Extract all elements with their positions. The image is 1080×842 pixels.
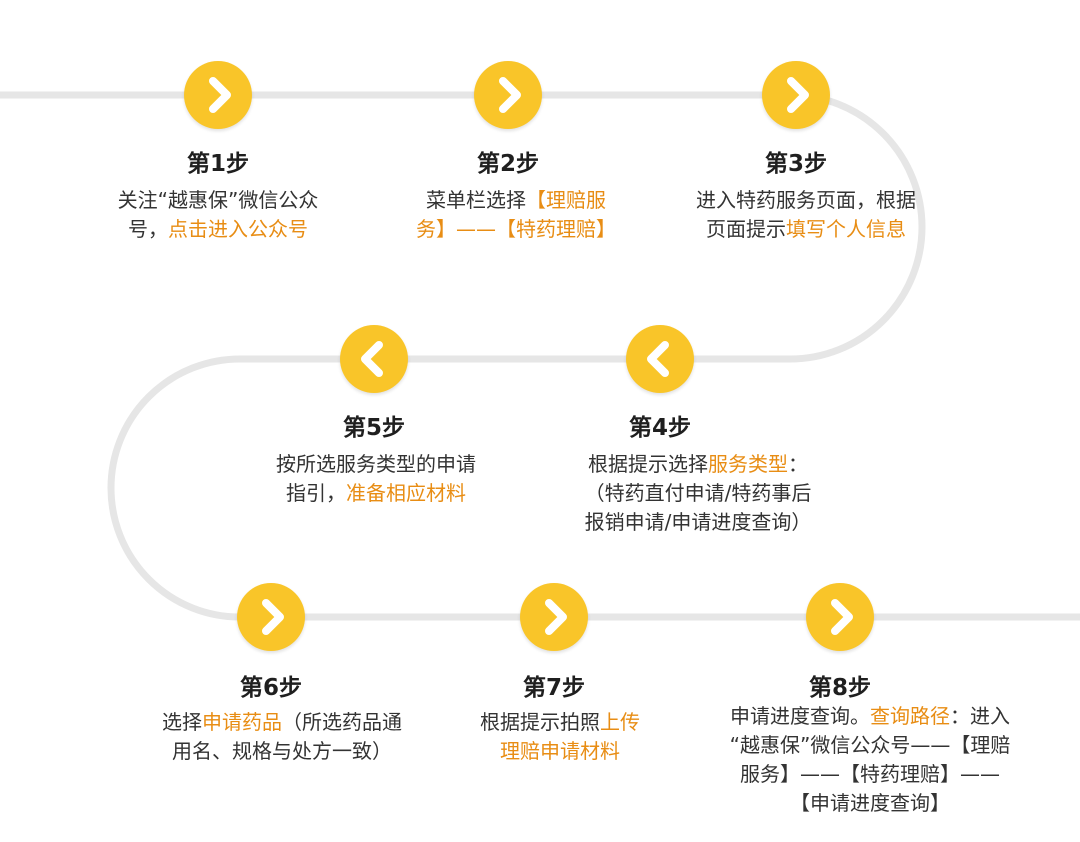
step-6-title: 第6步 [239, 675, 302, 701]
highlight-text: 查询路径 [870, 704, 950, 728]
description-text: 指引， [286, 481, 346, 505]
description-text: 菜单栏选择 [426, 188, 526, 212]
description-text: 进入特药服务页面，根据 [696, 188, 916, 212]
chevron-left-icon [647, 341, 669, 377]
highlight-text: 务】——【特药理赔】 [416, 217, 616, 241]
chevron-left-icon [361, 341, 383, 377]
highlight-text: 申请药品 [202, 710, 282, 734]
chevron-right-icon [209, 77, 231, 113]
highlight-text: 【理赔服 [526, 188, 606, 212]
description-text: 用名、规格与处方一致） [172, 739, 392, 763]
description-line: 理赔申请材料 [410, 737, 710, 766]
step-7-node [520, 583, 588, 651]
step-5-description: 按所选服务类型的申请指引，准备相应材料 [226, 450, 526, 508]
description-line: （特药直付申请/特药事后 [548, 479, 848, 508]
chevron-right-icon [831, 599, 853, 635]
step-6-node [237, 583, 305, 651]
description-line: 报销申请/申请进度查询） [548, 508, 848, 537]
step-6-description: 选择申请药品（所选药品通用名、规格与处方一致） [132, 708, 432, 766]
description-line: 根据提示选择服务类型： [548, 450, 848, 479]
highlight-text: 理赔申请材料 [500, 739, 620, 763]
step-3-node [762, 61, 830, 129]
description-line: 【申请进度查询】 [700, 789, 1040, 818]
description-line: 服务】——【特药理赔】—— [700, 760, 1040, 789]
step-1-description: 关注“越惠保”微信公众号，点击进入公众号 [68, 186, 368, 244]
description-text: 页面提示 [706, 217, 786, 241]
description-line: 申请进度查询。查询路径：进入 [700, 702, 1040, 731]
description-text: 根据提示选择 [588, 452, 708, 476]
chevron-right-icon [499, 77, 521, 113]
description-line: 号，点击进入公众号 [68, 215, 368, 244]
step-2-title: 第2步 [476, 151, 539, 177]
step-1-node [184, 61, 252, 129]
description-text: 号， [128, 217, 168, 241]
description-text: 申请进度查询。 [730, 704, 870, 728]
description-line: 根据提示拍照上传 [410, 708, 710, 737]
description-line: “越惠保”微信公众号——【理赔 [700, 731, 1040, 760]
step-2-node [474, 61, 542, 129]
step-7-title: 第7步 [522, 675, 585, 701]
description-line: 菜单栏选择【理赔服 [366, 186, 666, 215]
chevron-right-icon [787, 77, 809, 113]
description-line: 页面提示填写个人信息 [656, 215, 956, 244]
description-text: 服务】——【特药理赔】—— [740, 762, 1000, 786]
description-line: 选择申请药品（所选药品通 [132, 708, 432, 737]
step-8-description: 申请进度查询。查询路径：进入“越惠保”微信公众号——【理赔服务】——【特药理赔】… [700, 702, 1040, 818]
step-4-node [626, 325, 694, 393]
description-text: 选择 [162, 710, 202, 734]
description-line: 用名、规格与处方一致） [132, 737, 432, 766]
chevron-right-icon [262, 599, 284, 635]
highlight-text: 服务类型 [708, 452, 788, 476]
description-text: （特药直付申请/特药事后 [584, 481, 812, 505]
step-3-description: 进入特药服务页面，根据页面提示填写个人信息 [656, 186, 956, 244]
step-4-description: 根据提示选择服务类型：（特药直付申请/特药事后报销申请/申请进度查询） [548, 450, 848, 537]
description-text: （所选药品通 [282, 710, 402, 734]
description-line: 按所选服务类型的申请 [226, 450, 526, 479]
step-3-title: 第3步 [764, 151, 827, 177]
description-text: “越惠保”微信公众号——【理赔 [729, 733, 1011, 757]
step-5-node [340, 325, 408, 393]
step-2-description: 菜单栏选择【理赔服务】——【特药理赔】 [366, 186, 666, 244]
description-text: 报销申请/申请进度查询） [584, 510, 812, 534]
description-line: 务】——【特药理赔】 [366, 215, 666, 244]
step-8-title: 第8步 [808, 675, 871, 701]
highlight-text: 点击进入公众号 [168, 217, 308, 241]
chevron-right-icon [545, 599, 567, 635]
step-7-description: 根据提示拍照上传理赔申请材料 [410, 708, 710, 766]
description-text: 关注“越惠保”微信公众 [117, 188, 319, 212]
description-line: 关注“越惠保”微信公众 [68, 186, 368, 215]
description-text: ：进入 [950, 704, 1010, 728]
highlight-text: 填写个人信息 [786, 217, 906, 241]
step-4-title: 第4步 [628, 415, 691, 441]
step-1-title: 第1步 [186, 151, 249, 177]
description-line: 指引，准备相应材料 [226, 479, 526, 508]
step-8-node [806, 583, 874, 651]
highlight-text: 上传 [600, 710, 640, 734]
description-text: 【申请进度查询】 [790, 791, 950, 815]
description-text: ： [788, 452, 808, 476]
description-line: 进入特药服务页面，根据 [656, 186, 956, 215]
description-text: 根据提示拍照 [480, 710, 600, 734]
highlight-text: 准备相应材料 [346, 481, 466, 505]
step-5-title: 第5步 [342, 415, 405, 441]
description-text: 按所选服务类型的申请 [276, 452, 476, 476]
